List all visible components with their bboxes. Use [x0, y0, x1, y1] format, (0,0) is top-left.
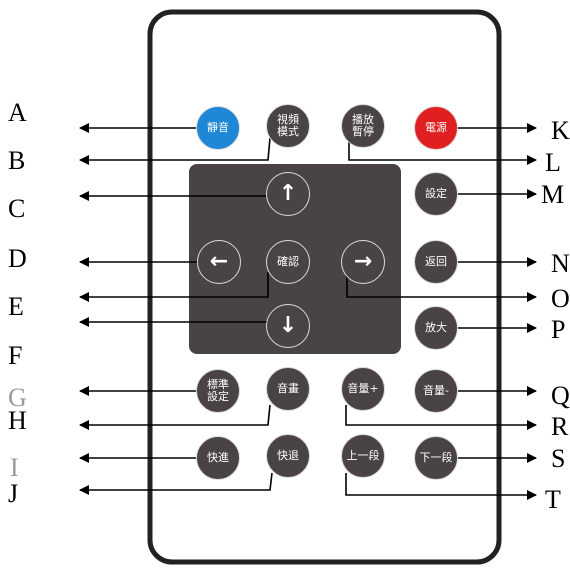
leader-e — [79, 272, 269, 302]
back-button[interactable]: 返回 — [414, 240, 458, 284]
label-c: C — [8, 194, 26, 223]
label-b: B — [8, 146, 26, 175]
leader-t — [345, 473, 537, 500]
label-o: O — [551, 284, 570, 313]
video-mode-button-label: 視頻模式 — [277, 113, 299, 138]
standard-settings-button[interactable]: 標準設定 — [196, 369, 240, 413]
confirm-button-label: 確認 — [277, 255, 299, 268]
label-d: D — [8, 244, 27, 273]
video-mode-button[interactable]: 視頻模式 — [266, 104, 310, 148]
fast-forward-button-label: 快進 — [207, 451, 229, 464]
mute-button-label: 靜音 — [207, 121, 229, 134]
label-f: F — [8, 341, 23, 370]
arrow-up-icon: ↑ — [278, 181, 298, 206]
label-r: R — [551, 412, 569, 441]
left-button[interactable]: ← — [197, 240, 241, 284]
volume-down-button[interactable]: 音量- — [414, 369, 458, 413]
play-pause-button[interactable]: 播放暫停 — [341, 104, 385, 148]
label-i: I — [10, 453, 19, 482]
label-m: M — [541, 180, 565, 209]
label-j: J — [8, 479, 19, 508]
leader-l — [348, 138, 537, 165]
power-button[interactable]: 電源 — [414, 106, 458, 150]
label-l: L — [545, 148, 561, 177]
label-h: H — [8, 406, 27, 435]
leader-h — [79, 404, 271, 430]
arrow-right-icon: → — [353, 249, 373, 274]
volume-down-button-label: 音量- — [423, 384, 449, 397]
av-sync-button[interactable]: 音畫 — [266, 367, 310, 411]
next-button-label: 下一段 — [419, 451, 453, 464]
av-sync-button-label: 音畫 — [277, 382, 299, 395]
arrow-down-icon: ↓ — [278, 313, 298, 338]
zoom-button[interactable]: 放大 — [414, 306, 458, 350]
next-button[interactable]: 下一段 — [414, 436, 458, 480]
previous-button-label: 上一段 — [346, 449, 380, 462]
rewind-button[interactable]: 快退 — [266, 434, 310, 478]
volume-up-button[interactable]: 音量+ — [341, 367, 385, 411]
previous-button[interactable]: 上一段 — [341, 434, 385, 478]
leader-o — [346, 272, 537, 302]
down-button[interactable]: ↓ — [266, 304, 310, 348]
play-pause-button-label: 播放暫停 — [352, 113, 374, 138]
back-button-label: 返回 — [425, 255, 447, 268]
leader-j — [79, 472, 273, 495]
label-g: G — [8, 383, 27, 412]
label-q: Q — [551, 381, 570, 410]
settings-button-label: 設定 — [425, 187, 447, 200]
label-e: E — [8, 292, 24, 321]
standard-settings-button-label: 標準設定 — [207, 378, 229, 403]
leader-b — [79, 137, 271, 165]
up-button[interactable]: ↑ — [266, 172, 310, 216]
zoom-button-label: 放大 — [425, 321, 447, 334]
settings-button[interactable]: 設定 — [414, 172, 458, 216]
mute-button[interactable]: 靜音 — [196, 106, 240, 150]
label-n: N — [551, 249, 570, 278]
right-button[interactable]: → — [341, 240, 385, 284]
label-s: S — [551, 444, 566, 473]
label-t: T — [545, 485, 561, 514]
fast-forward-button[interactable]: 快進 — [196, 436, 240, 480]
leader-r — [345, 405, 537, 430]
label-k: K — [551, 116, 570, 145]
label-p: P — [551, 315, 566, 344]
label-a: A — [8, 98, 27, 127]
power-button-label: 電源 — [425, 121, 447, 134]
volume-up-button-label: 音量+ — [347, 382, 379, 395]
confirm-button[interactable]: 確認 — [266, 240, 310, 284]
arrow-left-icon: ← — [209, 249, 229, 274]
rewind-button-label: 快退 — [277, 449, 299, 462]
